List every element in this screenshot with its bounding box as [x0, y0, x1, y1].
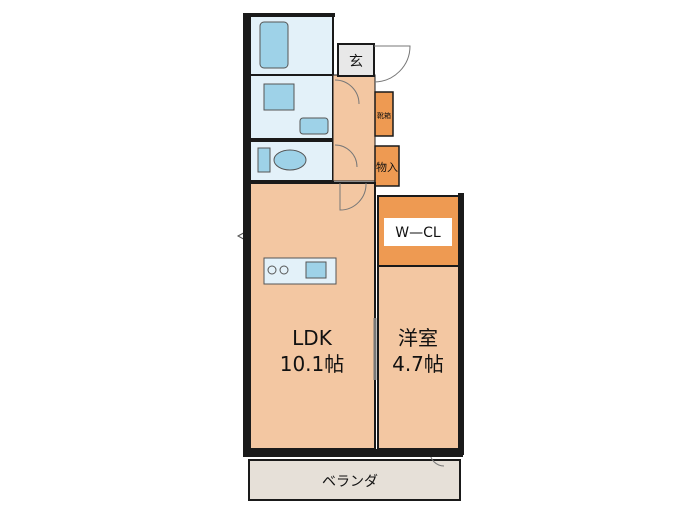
storage	[374, 145, 400, 187]
washing-machine-icon	[263, 83, 295, 111]
bathtub-icon	[259, 21, 289, 69]
stove-icon	[267, 265, 277, 275]
walkin-closet-label-box	[384, 218, 452, 246]
ldk-name-label: LDK	[292, 326, 333, 350]
outer-wall-left	[243, 13, 251, 453]
outer-wall-bottom	[243, 449, 463, 457]
shoebox-label: 靴箱	[377, 111, 391, 120]
wash-door-swing	[334, 79, 360, 105]
ldk-room	[248, 182, 376, 450]
ldk-door-swing	[339, 182, 367, 211]
toilet-door-swing	[334, 144, 358, 168]
entrance	[337, 43, 375, 77]
western-name-label: 洋室	[398, 326, 438, 350]
outer-wall-right	[458, 193, 464, 455]
outer-wall-top	[243, 13, 335, 17]
shoebox	[374, 91, 394, 137]
veranda-label: ベランダ	[322, 474, 378, 490]
ldk-size-label: 10.1帖	[280, 352, 345, 376]
washbasin-icon	[299, 117, 329, 135]
western-size-label: 4.7帖	[392, 352, 444, 376]
toilet-tank-icon	[257, 147, 271, 173]
storage-label: 物入	[376, 160, 398, 174]
walkin-closet-label: W—CL	[395, 225, 441, 241]
hall	[332, 74, 376, 182]
stove-icon	[279, 265, 289, 275]
entrance-door-swing	[373, 45, 411, 83]
veranda	[248, 459, 461, 501]
genkan-label: 玄	[349, 53, 363, 70]
toilet-icon	[273, 149, 307, 171]
sink-icon	[305, 261, 327, 279]
